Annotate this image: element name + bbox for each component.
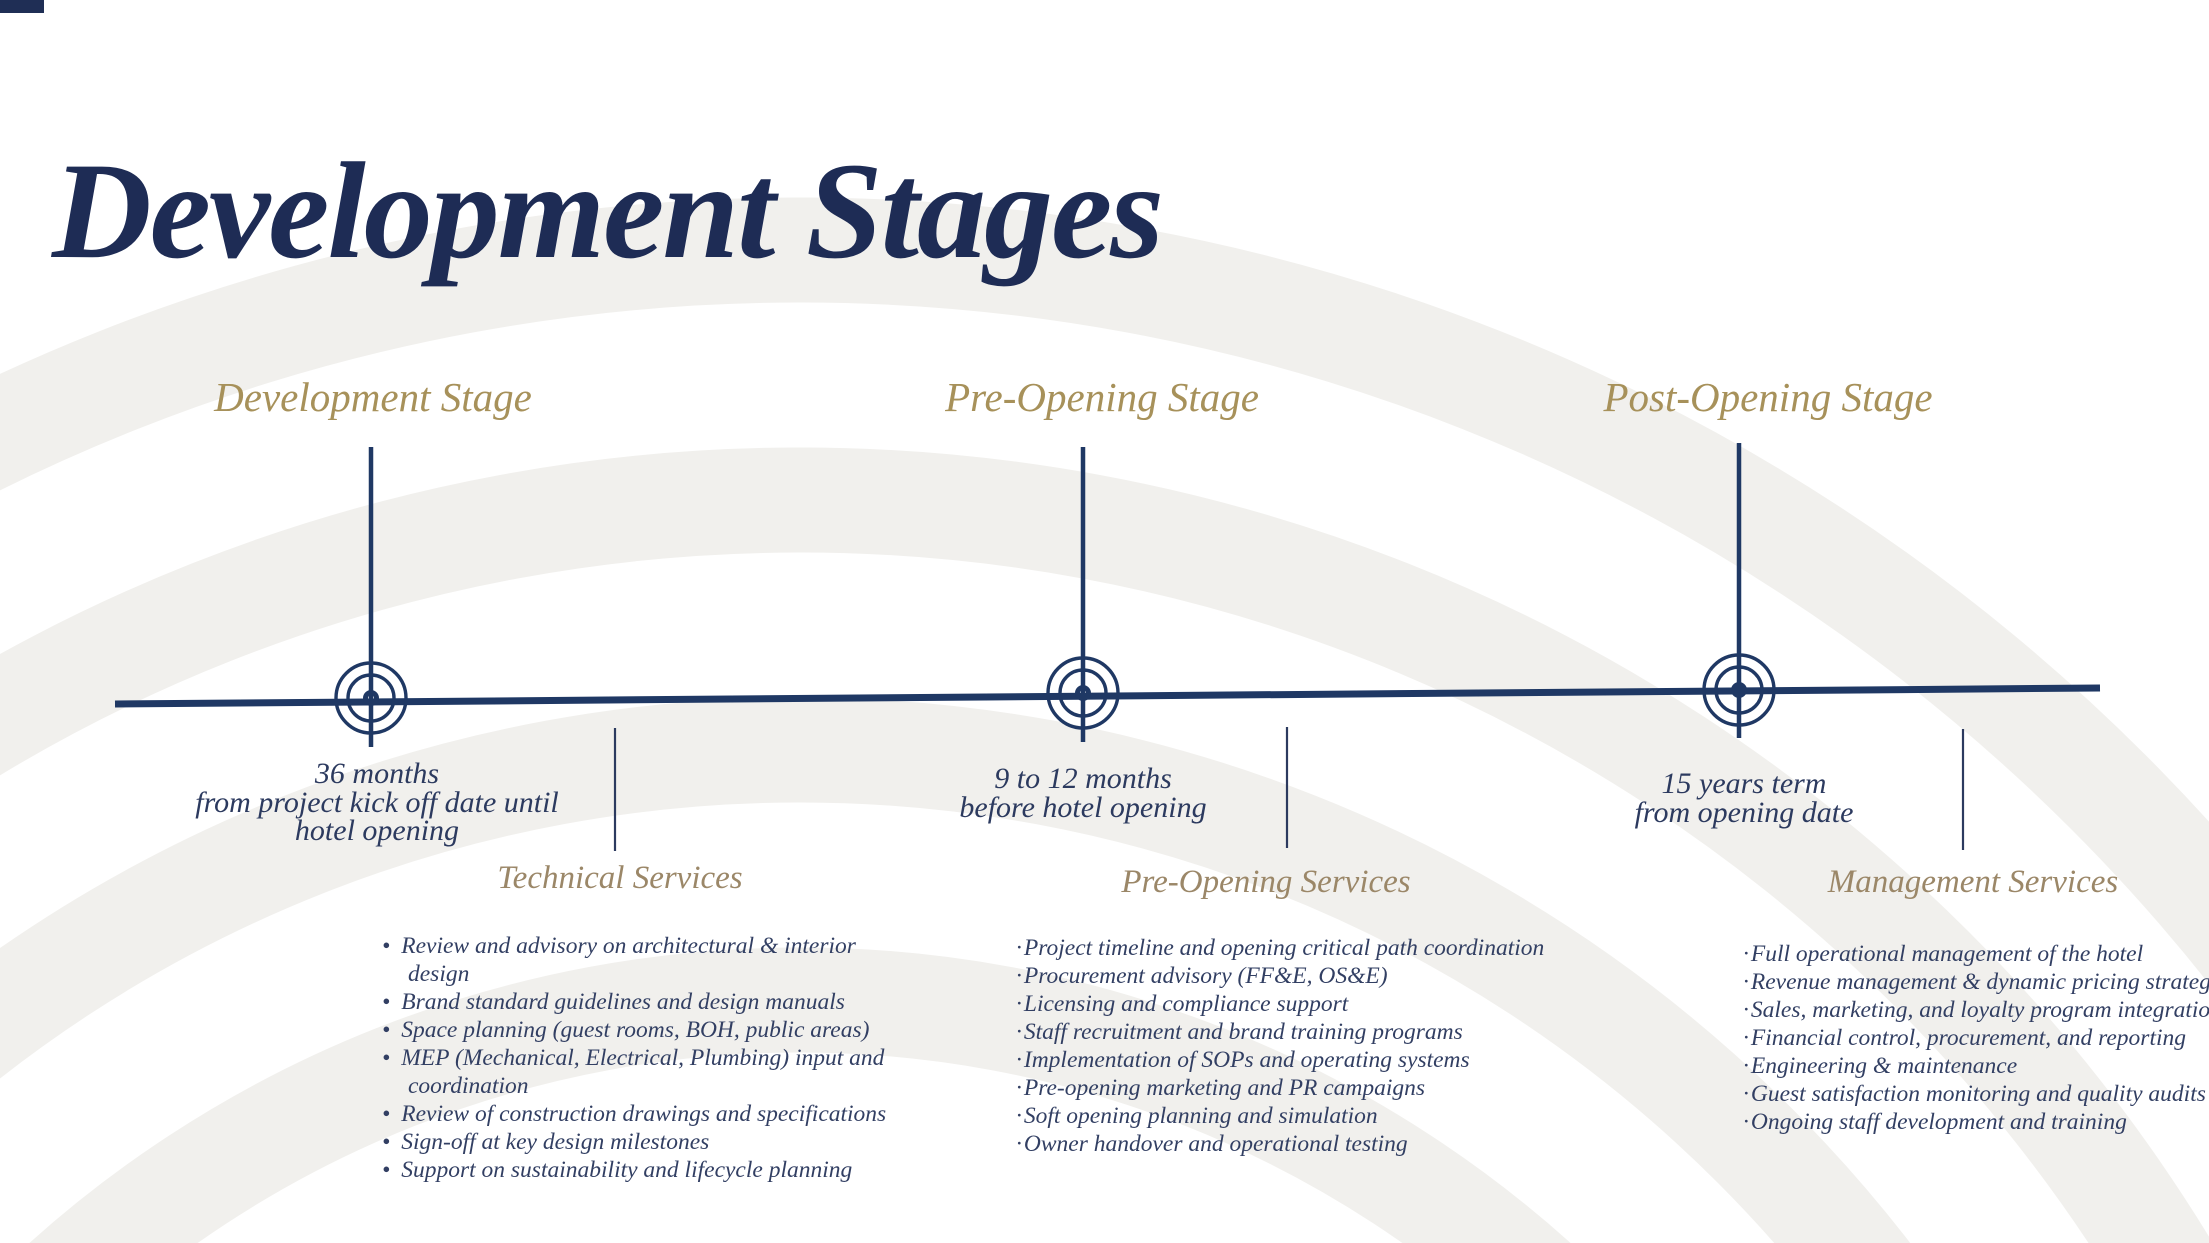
bullet-icon: ·	[1016, 1075, 1022, 1101]
bullet-icon: ·	[1743, 1025, 1749, 1051]
list-item: ·Implementation of SOPs and operating sy…	[1016, 1046, 1576, 1074]
list-item: ·Procurement advisory (FF&E, OS&E)	[1016, 962, 1576, 990]
pre-opening-services-list: ·Project timeline and opening critical p…	[1016, 934, 1576, 1158]
bullet-icon: •	[382, 1101, 391, 1127]
stage-1-title: Development Stage	[214, 374, 532, 420]
list-item-text: Implementation of SOPs and operating sys…	[1023, 1047, 1470, 1073]
list-item-text: Space planning (guest rooms, BOH, public…	[401, 1017, 870, 1043]
bullet-icon: •	[382, 1045, 391, 1071]
list-item: ·Project timeline and opening critical p…	[1016, 934, 1576, 962]
list-item: ·Full operational management of the hote…	[1743, 940, 2209, 968]
milestone-target-icon	[334, 661, 408, 735]
list-item-text: Owner handover and operational testing	[1023, 1131, 1408, 1157]
list-item-text: Revenue management & dynamic pricing str…	[1750, 969, 2209, 995]
management-services-heading: Management Services	[1827, 864, 2119, 900]
bullet-icon: ·	[1743, 969, 1749, 995]
list-item: ·Soft opening planning and simulation	[1016, 1102, 1576, 1130]
page-title: Development Stages	[52, 134, 1164, 288]
list-item: ·Staff recruitment and brand training pr…	[1016, 1018, 1576, 1046]
duration-line: hotel opening	[294, 814, 460, 847]
milestone-target-icon	[1702, 653, 1776, 727]
bullet-icon: ·	[1016, 1131, 1022, 1157]
bullet-icon: ·	[1743, 941, 1749, 967]
list-item-text: Project timeline and opening critical pa…	[1023, 935, 1545, 961]
duration-line: from project kick off date until	[195, 785, 559, 819]
bullet-icon: ·	[1016, 963, 1022, 989]
bullet-icon: ·	[1016, 1019, 1022, 1045]
list-item: • Sign-off at key design milestones	[382, 1128, 922, 1156]
list-item-text: Ongoing staff development and training	[1750, 1109, 2127, 1135]
list-item-text: Brand standard guidelines and design man…	[401, 989, 845, 1015]
pre-opening-services-heading: Pre-Opening Services	[1121, 864, 1411, 900]
stage-3-duration: 15 years term from opening date	[1514, 767, 1974, 829]
list-item: ·Owner handover and operational testing	[1016, 1130, 1576, 1158]
bullet-icon: •	[382, 1129, 391, 1155]
list-item: • MEP (Mechanical, Electrical, Plumbing) …	[382, 1044, 922, 1100]
list-item-text: Pre-opening marketing and PR campaigns	[1023, 1075, 1426, 1101]
bullet-icon: ·	[1743, 997, 1749, 1023]
list-item-text: Staff recruitment and brand training pro…	[1023, 1019, 1463, 1045]
bullet-icon: •	[382, 1017, 391, 1043]
duration-line: 15 years term	[1661, 767, 1827, 800]
bullet-icon: •	[382, 1157, 391, 1183]
list-item: ·Ongoing staff development and training	[1743, 1108, 2209, 1136]
bullet-icon: ·	[1016, 1047, 1022, 1073]
list-item: • Space planning (guest rooms, BOH, publi…	[382, 1016, 922, 1044]
bullet-icon: ·	[1743, 1081, 1749, 1107]
bullet-icon: •	[382, 933, 391, 959]
list-item-text: MEP (Mechanical, Electrical, Plumbing) i…	[401, 1045, 885, 1099]
list-item-text: Sales, marketing, and loyalty program in…	[1750, 997, 2209, 1023]
list-item-text: Support on sustainability and lifecycle …	[401, 1157, 853, 1183]
technical-services-heading: Technical Services	[497, 860, 743, 896]
management-services-list: ·Full operational management of the hote…	[1743, 940, 2209, 1136]
list-item-text: Review of construction drawings and spec…	[401, 1101, 887, 1127]
stage-3-title: Post-Opening Stage	[1603, 374, 1933, 420]
list-item: ·Sales, marketing, and loyalty program i…	[1743, 996, 2209, 1024]
list-item-text: Soft opening planning and simulation	[1023, 1103, 1378, 1129]
list-item-text: Financial control, procurement, and repo…	[1750, 1025, 2187, 1051]
bullet-icon: •	[382, 989, 391, 1015]
duration-line: from opening date	[1634, 795, 1854, 829]
list-item: • Brand standard guidelines and design ma…	[382, 988, 922, 1016]
list-item-text: Sign-off at key design milestones	[401, 1129, 710, 1155]
list-item: ·Revenue management & dynamic pricing st…	[1743, 968, 2209, 996]
list-item: • Review of construction drawings and spe…	[382, 1100, 922, 1128]
bullet-icon: ·	[1743, 1053, 1749, 1079]
stage-2-title: Pre-Opening Stage	[945, 374, 1259, 420]
list-item-text: Licensing and compliance support	[1023, 991, 1349, 1017]
list-item: • Review and advisory on architectural & …	[382, 932, 922, 988]
stage-1-duration: 36 months from project kick off date unt…	[147, 757, 607, 847]
list-item-text: Guest satisfaction monitoring and qualit…	[1750, 1081, 2206, 1107]
list-item-text: Engineering & maintenance	[1750, 1053, 2018, 1079]
milestone-target-icon	[1046, 656, 1120, 730]
duration-line: before hotel opening	[959, 790, 1207, 824]
list-item: ·Licensing and compliance support	[1016, 990, 1576, 1018]
bullet-icon: ·	[1016, 935, 1022, 961]
list-item: ·Engineering & maintenance	[1743, 1052, 2209, 1080]
list-item: • Support on sustainability and lifecycle…	[382, 1156, 922, 1184]
duration-line: 36 months	[314, 757, 440, 790]
corner-accent-bar	[0, 0, 44, 13]
list-item: ·Guest satisfaction monitoring and quali…	[1743, 1080, 2209, 1108]
stage-2-duration: 9 to 12 months before hotel opening	[853, 762, 1313, 824]
list-item-text: Procurement advisory (FF&E, OS&E)	[1023, 963, 1388, 989]
list-item: ·Financial control, procurement, and rep…	[1743, 1024, 2209, 1052]
bullet-icon: ·	[1016, 1103, 1022, 1129]
technical-services-list: • Review and advisory on architectural & …	[382, 932, 922, 1184]
duration-line: 9 to 12 months	[994, 762, 1172, 795]
bullet-icon: ·	[1743, 1109, 1749, 1135]
list-item-text: Full operational management of the hotel	[1750, 941, 2144, 967]
bullet-icon: ·	[1016, 991, 1022, 1017]
list-item-text: Review and advisory on architectural & i…	[401, 933, 856, 987]
list-item: ·Pre-opening marketing and PR campaigns	[1016, 1074, 1576, 1102]
